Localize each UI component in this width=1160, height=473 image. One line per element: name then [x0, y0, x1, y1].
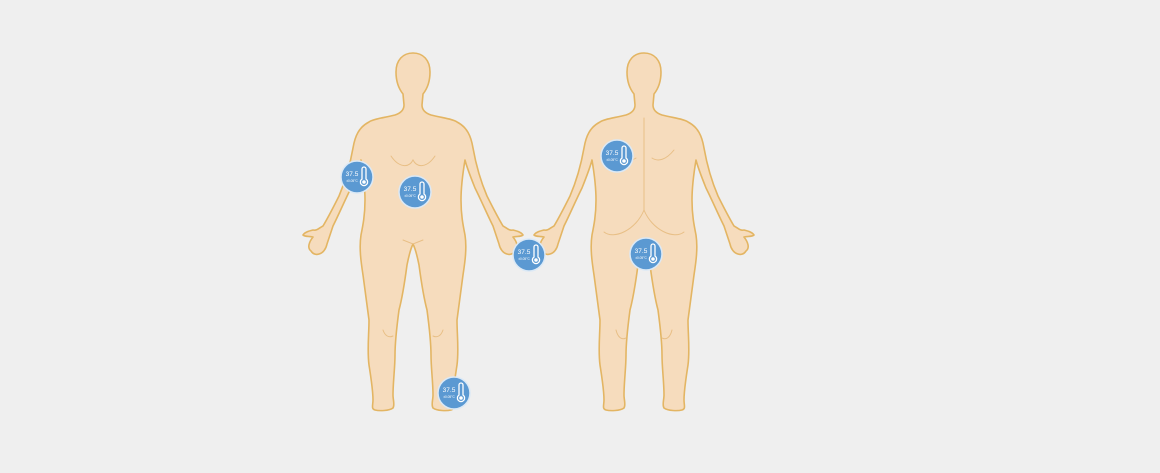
- sensor-precision: ±0.05°C: [606, 158, 618, 162]
- sensor-front-abdomen[interactable]: 37.5 ±0.05°C: [398, 175, 432, 209]
- sensor-precision: ±0.05°C: [404, 194, 416, 198]
- sensor-temperature: 37.5: [635, 248, 648, 255]
- sensor-back-buttock[interactable]: 37.5 ±0.05°C: [629, 237, 663, 271]
- sensor-back-shoulder-blade[interactable]: 37.5 ±0.05°C: [600, 139, 634, 173]
- sensor-temperature: 37.5: [443, 387, 456, 394]
- sensor-precision: ±0.05°C: [346, 179, 358, 183]
- sensor-temperature: 37.5: [404, 186, 417, 193]
- sensor-front-ankle[interactable]: 37.5 ±0.05°C: [437, 376, 471, 410]
- back-body-figure: [533, 52, 755, 412]
- sensor-group: 37.5 ±0.05°C 37.5 ±0.05°C 37.5 ±0.05°C 3…: [340, 139, 663, 410]
- sensor-temperature: 37.5: [518, 249, 531, 256]
- sensor-between-hands[interactable]: 37.5 ±0.05°C: [512, 238, 546, 272]
- sensor-temperature: 37.5: [606, 150, 619, 157]
- sensor-temperature: 37.5: [346, 171, 359, 178]
- sensor-precision: ±0.05°C: [518, 257, 530, 261]
- sensor-precision: ±0.05°C: [443, 395, 455, 399]
- sensor-front-upper-arm[interactable]: 37.5 ±0.05°C: [340, 160, 374, 194]
- sensor-precision: ±0.05°C: [635, 256, 647, 260]
- front-body-figure: [302, 52, 524, 412]
